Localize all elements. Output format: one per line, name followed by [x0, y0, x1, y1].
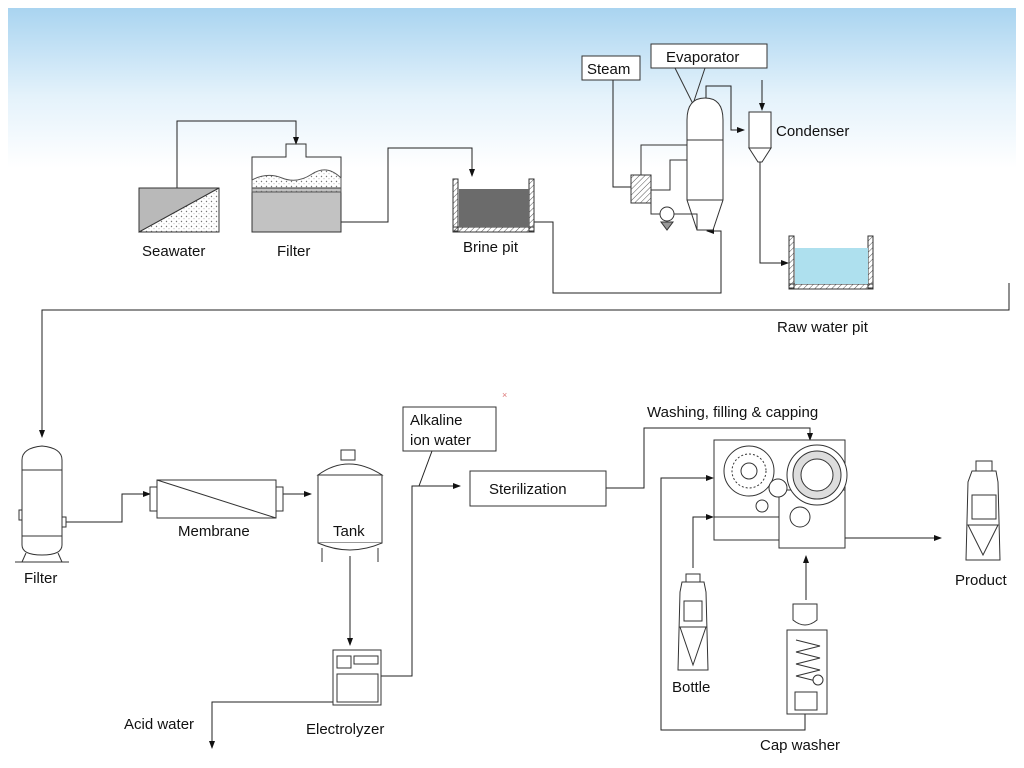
electrolyzer-unit	[332, 649, 382, 706]
pipe-filter-brine	[341, 147, 475, 223]
pipe-electrolyzer-alkaline	[381, 483, 461, 677]
brine-pit	[452, 178, 535, 233]
pipe-brine-evaporator	[534, 221, 722, 294]
product-bottle-icon	[965, 460, 1001, 561]
label-filter-bottom: Filter	[24, 570, 57, 587]
pipe-sterilization-washing	[606, 427, 813, 489]
label-seawater: Seawater	[142, 243, 205, 260]
pipe-rawwater-filter	[39, 283, 1010, 438]
filter-top-unit	[251, 143, 342, 233]
label-brine-pit: Brine pit	[463, 239, 519, 256]
label-washing: Washing, filling & capping	[647, 404, 818, 421]
seawater-box	[138, 187, 220, 233]
bottle-icon	[677, 573, 709, 671]
label-cap-washer: Cap washer	[760, 737, 840, 754]
label-bottle: Bottle	[672, 679, 710, 696]
tank-unit	[316, 449, 384, 562]
filter-bottom-vessel	[15, 445, 69, 563]
cap-washer-unit	[786, 603, 828, 715]
label-acid-water: Acid water	[124, 716, 194, 733]
sterilization-box	[469, 470, 607, 507]
pipe-steam	[612, 79, 631, 188]
label-steam: Steam	[587, 61, 630, 78]
sky-background	[8, 8, 1016, 168]
label-tank: Tank	[333, 523, 365, 540]
pipe-evap-condenser	[705, 85, 745, 133]
evaporator-box	[650, 43, 768, 69]
pipe-capwasher-loop	[660, 475, 806, 731]
membrane-unit	[149, 479, 284, 519]
label-evaporator: Evaporator	[666, 49, 739, 66]
pipe-seawater-filter	[176, 120, 299, 188]
washing-machine	[713, 439, 848, 549]
label-alkaline-line1: Alkaline	[410, 412, 463, 429]
label-electrolyzer: Electrolyzer	[306, 721, 384, 738]
label-raw-water-pit: Raw water pit	[777, 319, 869, 336]
label-alkaline-line2: ion water	[410, 432, 471, 449]
stray-mark: ×	[502, 390, 507, 400]
steam-box	[581, 55, 641, 81]
pipe-filter-membrane	[66, 491, 151, 523]
label-condenser: Condenser	[776, 123, 849, 140]
evaporator-unit	[630, 97, 724, 231]
alkaline-callout-line	[418, 450, 433, 487]
label-membrane: Membrane	[178, 523, 250, 540]
pipe-electrolyzer-acid	[209, 701, 335, 749]
label-filter-top: Filter	[277, 243, 310, 260]
alkaline-box	[402, 406, 497, 452]
condenser-unit	[748, 111, 772, 163]
pipe-bottle-washing	[692, 514, 714, 568]
raw-water-pit	[788, 235, 874, 290]
label-sterilization: Sterilization	[489, 481, 567, 498]
pipe-condenser-rawwater	[759, 161, 789, 266]
label-product: Product	[955, 572, 1008, 589]
